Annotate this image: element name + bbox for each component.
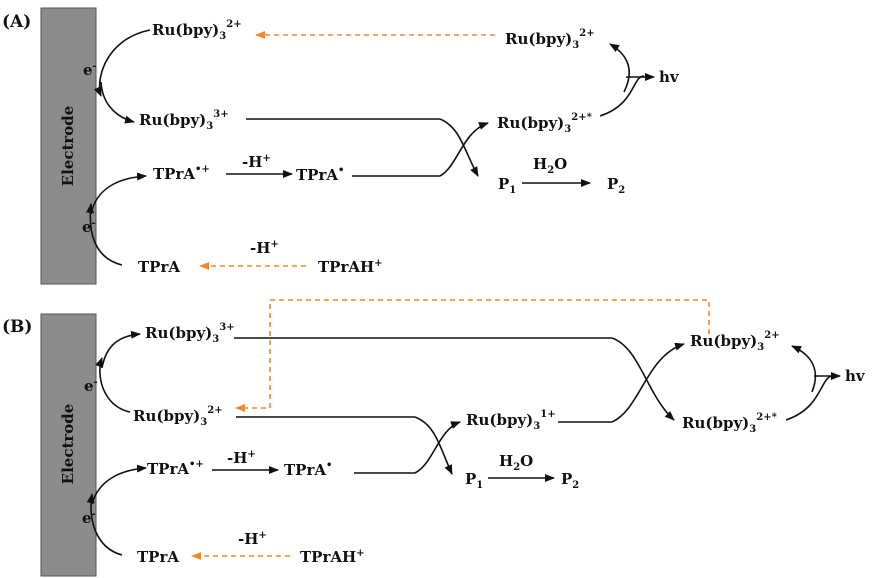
emission-a-1 xyxy=(599,75,645,117)
emission-a-2 xyxy=(609,43,631,93)
ru-bpy-2plus-excited-a: Ru(bpy)32+* xyxy=(497,112,593,135)
emission-b-1 xyxy=(785,375,833,421)
cross-arrow-b-right-down xyxy=(611,337,675,421)
tprah-a: TPrAH+ xyxy=(318,258,383,276)
tprah-b: TPrAH+ xyxy=(300,548,365,566)
tpra-radical-cation-b: TPrA•+ xyxy=(147,459,204,478)
electrode-a-label: Electrode xyxy=(59,106,77,187)
tpra-radical-a: TPrA• xyxy=(296,165,344,184)
electron-arrow-b-top-2 xyxy=(101,330,141,369)
ru-bpy-3plus-b: Ru(bpy)33+ xyxy=(145,322,235,345)
tpra-b: TPrA xyxy=(137,548,179,566)
tpra-a: TPrA xyxy=(138,258,180,276)
electron-a-bottom: e- xyxy=(82,218,96,236)
electron-arrow-b-bottom-2 xyxy=(91,464,147,505)
ru-bpy-1plus-b: Ru(bpy)31+ xyxy=(466,409,556,432)
ru-bpy-2plus-b-left: Ru(bpy)32+ xyxy=(133,405,223,428)
panel-a: (A) Electrode e- e- Ru(bpy)32+ Ru(bpy)32… xyxy=(2,7,680,285)
cross-arrow-b-down xyxy=(414,416,453,475)
p2-b: P2 xyxy=(561,470,579,491)
ru-bpy-2plus-a-right: Ru(bpy)32+ xyxy=(505,28,595,51)
p2-a: P2 xyxy=(607,175,625,196)
panel-a-label: (A) xyxy=(2,12,31,32)
h2o-a: H2O xyxy=(533,155,567,176)
electron-arrow-a-bottom-2 xyxy=(90,172,147,215)
ru-bpy-2plus-excited-b: Ru(bpy)32+* xyxy=(682,412,778,435)
electron-arrow-a-top-1 xyxy=(93,29,151,97)
ru-bpy-2plus-b-right: Ru(bpy)32+ xyxy=(690,330,780,353)
tpra-radical-b: TPrA• xyxy=(284,460,332,479)
dashed-arrow-b-relaxation xyxy=(235,299,710,412)
hv-a: hv xyxy=(659,68,680,86)
h2o-b: H2O xyxy=(499,452,533,473)
panel-b-label: (B) xyxy=(2,317,32,337)
electron-b-bottom: e- xyxy=(82,509,96,527)
hv-b: hv xyxy=(845,367,866,385)
emission-b-2 xyxy=(791,345,817,393)
electron-b-top: e- xyxy=(84,377,98,395)
electrode-b-label: Electrode xyxy=(59,404,77,485)
cross-arrow-a-up xyxy=(439,122,489,177)
electron-a-top: e- xyxy=(83,61,97,79)
minus-h-a-top: -H+ xyxy=(242,153,271,171)
minus-h-a-bottom: -H+ xyxy=(250,239,279,257)
p1-b: P1 xyxy=(465,470,483,491)
electrode-a xyxy=(40,7,97,285)
tpra-radical-cation-a: TPrA•+ xyxy=(153,164,210,183)
cross-arrow-b-up xyxy=(414,421,461,474)
electron-arrow-b-top-1 xyxy=(95,357,131,413)
ru-bpy-2plus-a-top: Ru(bpy)32+ xyxy=(152,19,242,42)
electron-arrow-a-top-2 xyxy=(100,81,135,124)
minus-h-b-bottom: -H+ xyxy=(238,530,267,548)
p1-a: P1 xyxy=(498,175,516,196)
cross-arrow-a-down xyxy=(439,118,479,177)
minus-h-b-top: -H+ xyxy=(227,449,256,467)
ru-bpy-3plus-a: Ru(bpy)33+ xyxy=(139,109,229,132)
panel-b: (B) Electrode e- e- Ru(bpy)33+ Ru(bpy)32… xyxy=(2,299,866,577)
electrode-b xyxy=(40,313,97,577)
electron-arrow-b-bottom-1 xyxy=(86,493,123,556)
cross-arrow-b-right-up xyxy=(611,342,685,423)
electron-arrow-a-bottom-1 xyxy=(86,203,123,266)
